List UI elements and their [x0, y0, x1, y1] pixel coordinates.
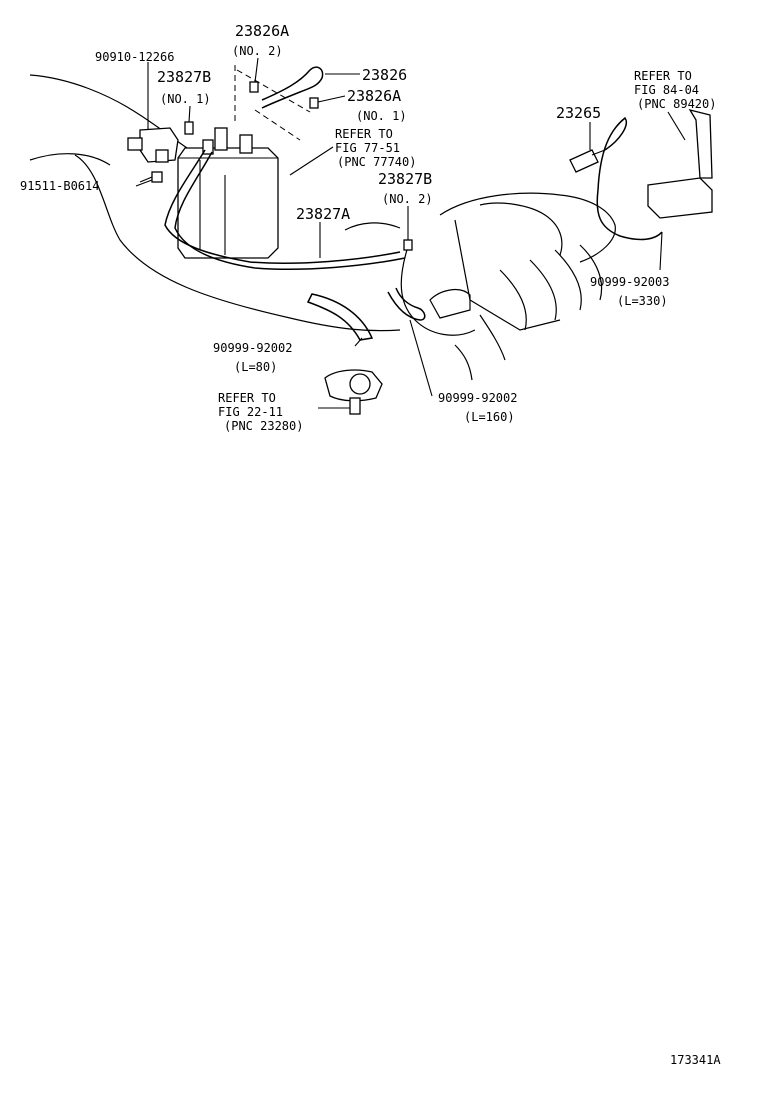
hose-90999-92002-L160	[387, 287, 426, 321]
label-refer-fig-22-11-line3: (PNC 23280)	[224, 419, 303, 433]
clip-23826A-no1	[309, 97, 319, 109]
hose-90999-92002-L80	[306, 293, 374, 341]
label-90999-92002-L80-length: (L=80)	[234, 360, 277, 374]
label-23826A-no1-sub: (NO. 1)	[356, 109, 407, 123]
label-refer-fig-84-04-line1: REFER TO	[634, 69, 692, 83]
dashed-leader-lines	[234, 65, 311, 141]
label-23826A-no2: 23826A	[235, 22, 289, 40]
part-labels: 23826A (NO. 2) 90910-12266 23827B (NO. 1…	[20, 22, 721, 1067]
clip-23826A-no2	[249, 81, 259, 93]
pressure-regulator	[324, 369, 383, 415]
vacuum-line-23827A	[164, 149, 406, 271]
bracket-fig-84-04	[647, 108, 713, 219]
charcoal-canister	[177, 127, 279, 259]
label-23827B-no1: 23827B	[157, 68, 211, 86]
label-23826A-no1: 23826A	[347, 87, 401, 105]
label-90999-92002-L160-length: (L=160)	[464, 410, 515, 424]
label-23827A: 23827A	[296, 205, 350, 223]
leader-lines	[135, 57, 686, 409]
vacuum-switching-valve	[127, 127, 179, 163]
label-90999-92002-L80: 90999-92002	[213, 341, 292, 355]
clip-23827B-no2	[403, 239, 413, 251]
label-91511-B0614: 91511-B0614	[20, 179, 99, 193]
label-refer-fig-22-11-line2: FIG 22-11	[218, 405, 283, 419]
label-refer-fig-77-51-line3: (PNC 77740)	[337, 155, 416, 169]
label-refer-fig-77-51-line2: FIG 77-51	[335, 141, 400, 155]
label-90999-92003: 90999-92003	[590, 275, 669, 289]
label-23827B-no2: 23827B	[378, 170, 432, 188]
hose-90999-92003	[596, 116, 663, 241]
label-refer-fig-22-11-line1: REFER TO	[218, 391, 276, 405]
label-refer-fig-77-51-line1: REFER TO	[335, 127, 393, 141]
label-23827B-no2-sub: (NO. 2)	[382, 192, 433, 206]
clip-23827B-no1	[184, 121, 194, 135]
label-23827B-no1-sub: (NO. 1)	[160, 92, 211, 106]
bolt	[139, 171, 163, 183]
label-90999-92003-length: (L=330)	[617, 294, 668, 308]
label-90910-12266: 90910-12266	[95, 50, 174, 64]
label-23826A-no2-sub: (NO. 2)	[232, 44, 283, 58]
vacuum-sensor-23265	[569, 149, 606, 173]
engine-outline	[29, 74, 616, 381]
label-refer-fig-84-04-line3: (PNC 89420)	[637, 97, 716, 111]
label-90999-92002-L160: 90999-92002	[438, 391, 517, 405]
hose-23826	[261, 66, 324, 109]
label-23826: 23826	[362, 66, 407, 84]
diagram-id: 173341A	[670, 1053, 721, 1067]
label-refer-fig-84-04-line2: FIG 84-04	[634, 83, 699, 97]
label-23265: 23265	[556, 104, 601, 122]
